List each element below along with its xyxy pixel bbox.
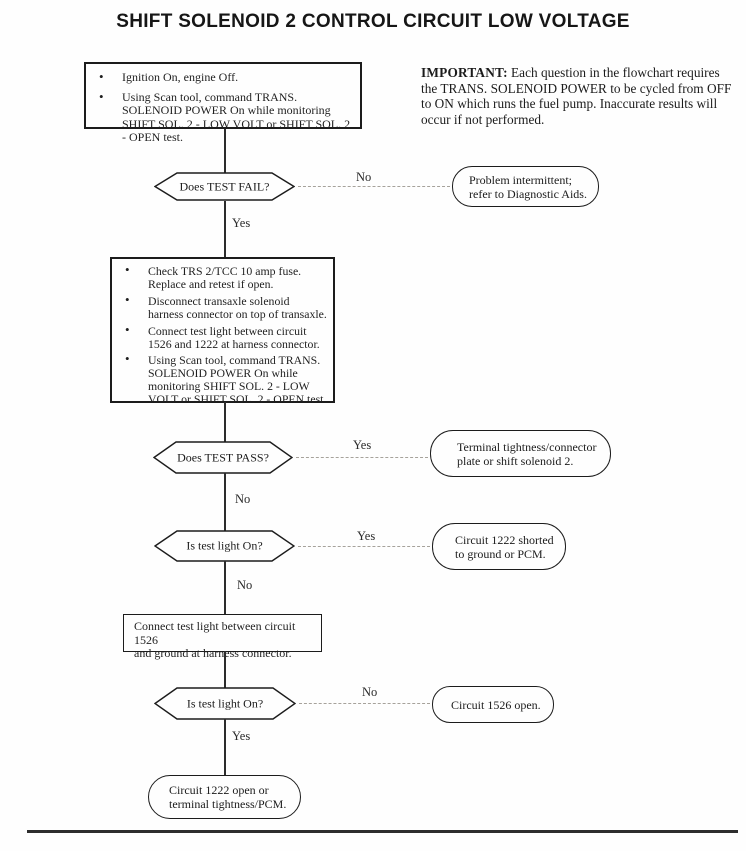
hexagon-shape bbox=[154, 530, 295, 562]
decision-test-light-on-1: Is test light On? bbox=[154, 530, 295, 562]
connector-line bbox=[224, 201, 226, 258]
connector-line bbox=[224, 129, 226, 173]
box-line: Connect test light between circuit 1526 bbox=[134, 619, 296, 647]
connector-line bbox=[224, 473, 226, 531]
branch-label-no: No bbox=[362, 685, 378, 699]
connect-test-light-box: Connect test light between circuit 1526 … bbox=[123, 614, 322, 660]
action-steps-list: Check TRS 2/TCC 10 amp fuse. Replace and… bbox=[112, 259, 333, 406]
branch-label-yes: Yes bbox=[232, 216, 251, 230]
bullet-item: Ignition On, engine Off. bbox=[86, 70, 354, 85]
connector-dashed-line bbox=[298, 546, 430, 547]
result-line: refer to Diagnostic Aids. bbox=[469, 186, 587, 201]
bullet-item: Connect test light between circuit 1526 … bbox=[112, 324, 327, 351]
decision-does-test-fail: Does TEST FAIL? bbox=[154, 172, 295, 201]
connector-dashed-line bbox=[296, 457, 428, 458]
result-line: Circuit 1222 shorted bbox=[455, 532, 554, 547]
result-circuit-1222-open: Circuit 1222 open or terminal tightness/… bbox=[148, 775, 301, 819]
bullet-item: Disconnect transaxle solenoid harness co… bbox=[112, 294, 327, 321]
decision-does-test-pass: Does TEST PASS? bbox=[153, 441, 293, 474]
result-line: to ground or PCM. bbox=[455, 546, 546, 561]
connector-dashed-line bbox=[298, 186, 450, 187]
box-line: and ground at harness connector. bbox=[134, 646, 292, 660]
connector-line bbox=[224, 561, 226, 615]
connector-line bbox=[224, 402, 226, 442]
result-line: plate or shift solenoid 2. bbox=[457, 453, 574, 468]
bullet-item: Check TRS 2/TCC 10 amp fuse. Replace and… bbox=[112, 264, 327, 291]
result-line: Circuit 1526 open. bbox=[451, 697, 541, 712]
branch-label-no: No bbox=[235, 492, 251, 506]
connector-line bbox=[224, 719, 226, 776]
decision-question: Does TEST FAIL? bbox=[179, 179, 270, 193]
important-note-label: IMPORTANT: bbox=[421, 65, 508, 80]
hexagon-shape bbox=[154, 172, 295, 201]
bullet-item: Using Scan tool, command TRANS. SOLENOID… bbox=[86, 90, 354, 145]
decision-question: Is test light On? bbox=[186, 538, 263, 553]
page-bottom-rule bbox=[27, 830, 738, 833]
result-circuit-1526-open: Circuit 1526 open. bbox=[432, 686, 554, 723]
result-terminal-tightness: Terminal tightness/connector plate or sh… bbox=[430, 430, 611, 477]
branch-label-yes: Yes bbox=[232, 729, 251, 743]
decision-test-light-on-2: Is test light On? bbox=[154, 687, 296, 720]
decision-question: Does TEST PASS? bbox=[177, 450, 269, 464]
important-note: IMPORTANT: Each question in the flowchar… bbox=[421, 65, 736, 127]
connector-line bbox=[224, 651, 226, 688]
result-line: Terminal tightness/connector bbox=[457, 439, 597, 454]
branch-label-yes: Yes bbox=[357, 529, 376, 543]
branch-label-yes: Yes bbox=[353, 438, 372, 452]
start-condition-list: Ignition On, engine Off. Using Scan tool… bbox=[86, 64, 360, 145]
result-line: Problem intermittent; bbox=[469, 172, 572, 187]
bullet-item: Using Scan tool, command TRANS. SOLENOID… bbox=[112, 353, 327, 406]
connector-dashed-line bbox=[299, 703, 430, 704]
important-note-text: Each question in the flowchart requires … bbox=[421, 65, 732, 127]
hexagon-shape bbox=[153, 441, 293, 474]
page-title: SHIFT SOLENOID 2 CONTROL CIRCUIT LOW VOL… bbox=[116, 11, 630, 32]
decision-question: Is test light On? bbox=[186, 696, 264, 710]
hexagon-shape bbox=[154, 687, 296, 720]
start-condition-box: Ignition On, engine Off. Using Scan tool… bbox=[84, 62, 362, 144]
branch-label-no: No bbox=[356, 170, 372, 184]
connect-box-text: Connect test light between circuit 1526 … bbox=[124, 615, 321, 661]
result-line: Circuit 1222 open or bbox=[169, 783, 269, 797]
branch-label-no: No bbox=[237, 578, 253, 592]
result-circuit-1222-shorted: Circuit 1222 shorted to ground or PCM. bbox=[432, 523, 566, 570]
action-steps-box: Check TRS 2/TCC 10 amp fuse. Replace and… bbox=[110, 257, 335, 406]
result-problem-intermittent: Problem intermittent; refer to Diagnosti… bbox=[452, 166, 599, 207]
result-line: terminal tightness/PCM. bbox=[169, 797, 287, 811]
